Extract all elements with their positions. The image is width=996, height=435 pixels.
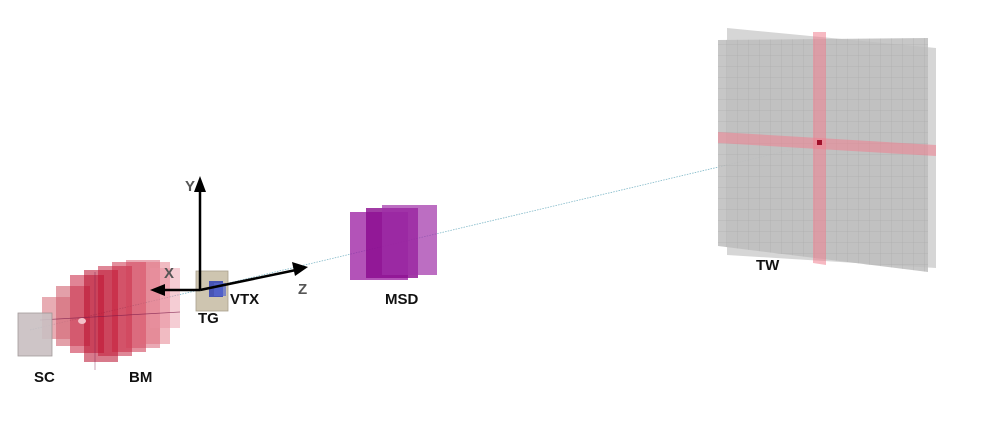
msd-plane-3 <box>382 205 437 275</box>
x-axis-arrowhead <box>150 284 165 296</box>
tw-label: TW <box>756 257 780 274</box>
bm-detector <box>39 260 181 370</box>
vtx-detector <box>209 281 226 297</box>
bm-beam-spot <box>78 318 86 324</box>
tw-hit-point <box>817 140 822 145</box>
bm-label: BM <box>129 369 152 386</box>
bm-block <box>140 262 170 344</box>
z-axis-line <box>199 268 297 292</box>
tw-hit-bar-horizontal <box>718 132 936 156</box>
sc-detector <box>17 312 53 357</box>
msd-detector <box>350 205 437 280</box>
sc-label: SC <box>34 369 55 386</box>
bm-block <box>150 268 180 328</box>
y-axis-arrowhead <box>194 176 206 192</box>
y-axis-label: Y <box>185 178 195 195</box>
coordinate-axes <box>150 176 308 296</box>
msd-label: MSD <box>385 291 419 308</box>
tw-detector <box>718 28 936 272</box>
x-axis-label: X <box>164 265 174 282</box>
bm-block <box>112 262 146 352</box>
z-axis-label: Z <box>298 281 307 298</box>
tg-label: TG <box>198 310 219 327</box>
vtx-label: VTX <box>230 291 259 308</box>
bm-wire <box>39 311 181 321</box>
z-axis-arrowhead <box>292 262 308 276</box>
bm-block <box>126 260 160 348</box>
